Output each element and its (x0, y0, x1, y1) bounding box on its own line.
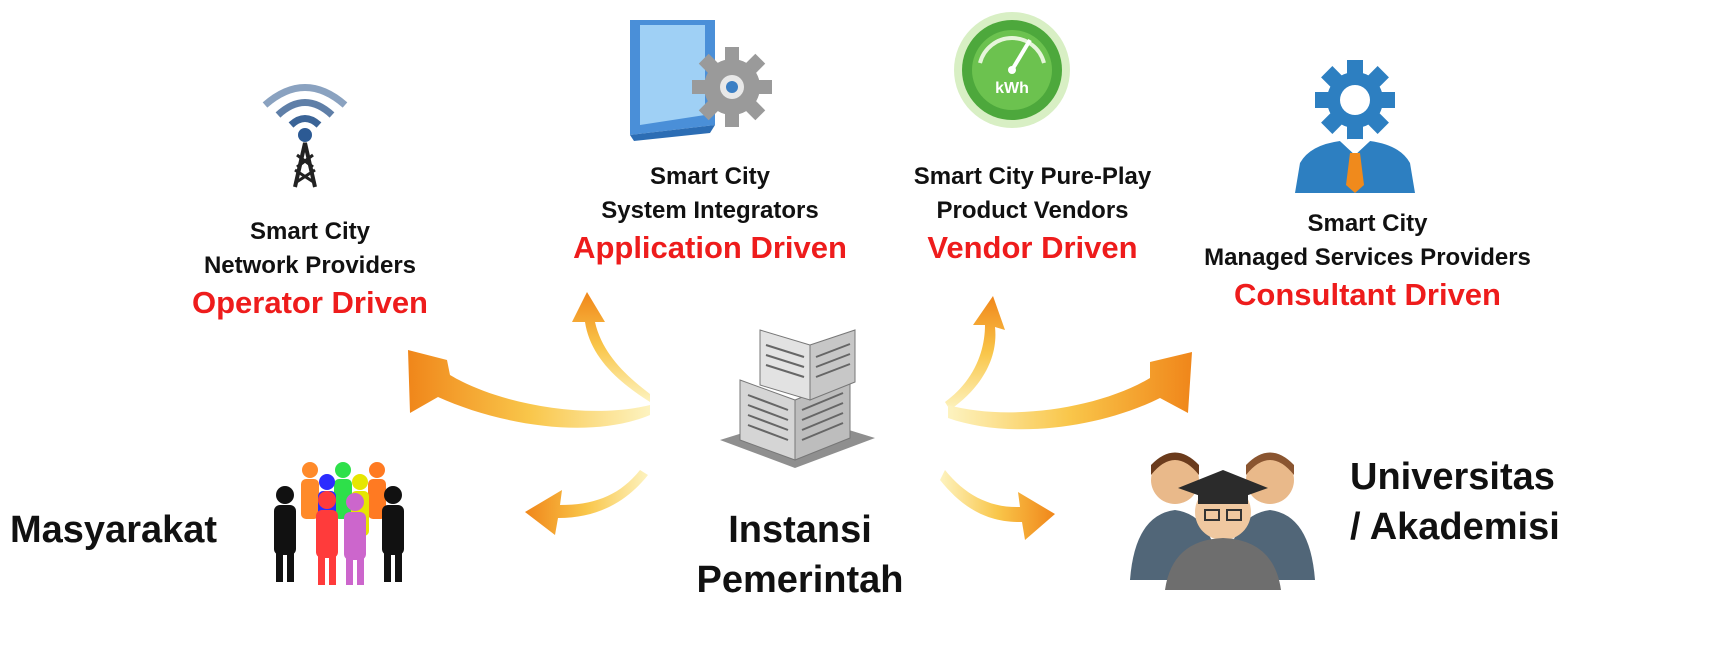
arrow-masyarakat (525, 470, 648, 535)
arrow-vendor (945, 296, 1005, 410)
masyarakat-label: Masyarakat (10, 509, 218, 551)
node-consultant-line1: Smart City (1307, 210, 1428, 237)
people-crowd-icon (265, 460, 415, 590)
building-icon (700, 320, 890, 470)
node-network: Smart City Network Providers Operator Dr… (160, 215, 460, 323)
node-consultant-line2: Managed Services Providers (1204, 244, 1531, 271)
center-label: Instansi Pemerintah (640, 505, 960, 605)
app-gear-icon (620, 15, 780, 145)
meter-label: kWh (995, 80, 1029, 97)
node-vendors: Smart City Pure-Play Product Vendors Ven… (880, 160, 1185, 268)
node-vendors-line1: Smart City Pure-Play (913, 163, 1152, 190)
center-line1: Instansi (728, 509, 872, 551)
arrow-operator (408, 350, 650, 428)
universitas-label: Universitas / Akademisi (1350, 452, 1580, 552)
node-integrators: Smart City System Integrators Applicatio… (560, 160, 860, 268)
node-consultant: Smart City Managed Services Providers Co… (1200, 207, 1535, 315)
node-network-driver: Operator Driven (191, 285, 428, 320)
arrow-universitas (940, 470, 1055, 540)
node-vendors-driver: Vendor Driven (927, 230, 1138, 265)
kwh-meter-icon: kWh (950, 8, 1075, 133)
academics-icon (1120, 440, 1330, 590)
universitas-line2: / Akademisi (1350, 506, 1560, 548)
node-integrators-line1: Smart City (649, 163, 771, 190)
arrow-application (572, 292, 650, 402)
node-integrators-driver: Application Driven (573, 230, 847, 265)
consultant-icon (1290, 55, 1420, 195)
arrow-consultant (948, 352, 1192, 430)
node-consultant-driver: Consultant Driven (1234, 277, 1501, 312)
node-network-line2: Network Providers (203, 252, 417, 279)
node-vendors-line2: Product Vendors (936, 197, 1129, 224)
signal-tower-icon (255, 75, 355, 195)
node-network-line1: Smart City (249, 218, 371, 245)
center-line2: Pemerintah (696, 559, 904, 601)
universitas-line1: Universitas (1350, 456, 1555, 498)
node-integrators-line2: System Integrators (601, 197, 819, 224)
